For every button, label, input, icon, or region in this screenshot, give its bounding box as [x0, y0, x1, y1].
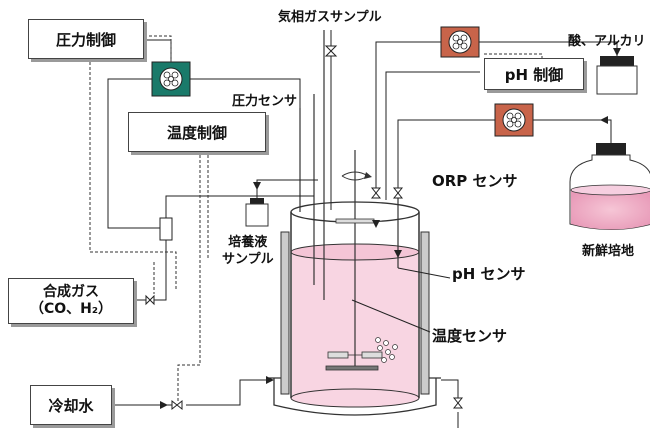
pressure-pump	[151, 61, 191, 97]
stirrer	[325, 150, 379, 371]
temperature-sensor-label: 温度センサ	[432, 327, 508, 345]
piping	[60, 30, 618, 428]
fresh-medium-label: 新鮮培地	[582, 244, 635, 259]
acid-alkali-bottle	[596, 56, 638, 95]
acid-alkali-pump	[440, 26, 480, 58]
synthesis-gas-line2: （CO、H₂）	[29, 301, 113, 317]
ph-sensor-label: pH センサ	[452, 265, 526, 283]
fresh-medium-bottle	[569, 143, 650, 230]
pressure-control-box: 圧力制御	[28, 19, 144, 59]
pressure-sensor-label: 圧力センサ	[232, 94, 298, 109]
culture-sample-bottle	[245, 198, 269, 227]
gas-phase-sample-label: 気相ガスサンプル	[278, 10, 382, 25]
cooling-jacket	[269, 231, 441, 416]
acid-alkali-label: 酸、アルカリ	[568, 34, 646, 49]
culture-sample-line1: 培養液	[228, 235, 268, 250]
synthesis-gas-line1: 合成ガス	[43, 284, 99, 300]
gas-sparger	[327, 337, 398, 363]
culture-sample-line2: サンプル	[222, 252, 274, 267]
orp-sensor-label: ORP センサ	[432, 172, 518, 190]
culture-sample-label: 培養液 サンプル	[222, 234, 274, 268]
flow-arrows	[160, 48, 621, 409]
temperature-control-box: 温度制御	[128, 112, 266, 152]
valves	[145, 45, 464, 411]
ph-control-box: pH 制御	[484, 58, 584, 90]
medium-pump	[494, 103, 534, 137]
cooling-water-box: 冷却水	[30, 385, 112, 425]
synthesis-gas-box: 合成ガス （CO、H₂）	[8, 278, 134, 324]
